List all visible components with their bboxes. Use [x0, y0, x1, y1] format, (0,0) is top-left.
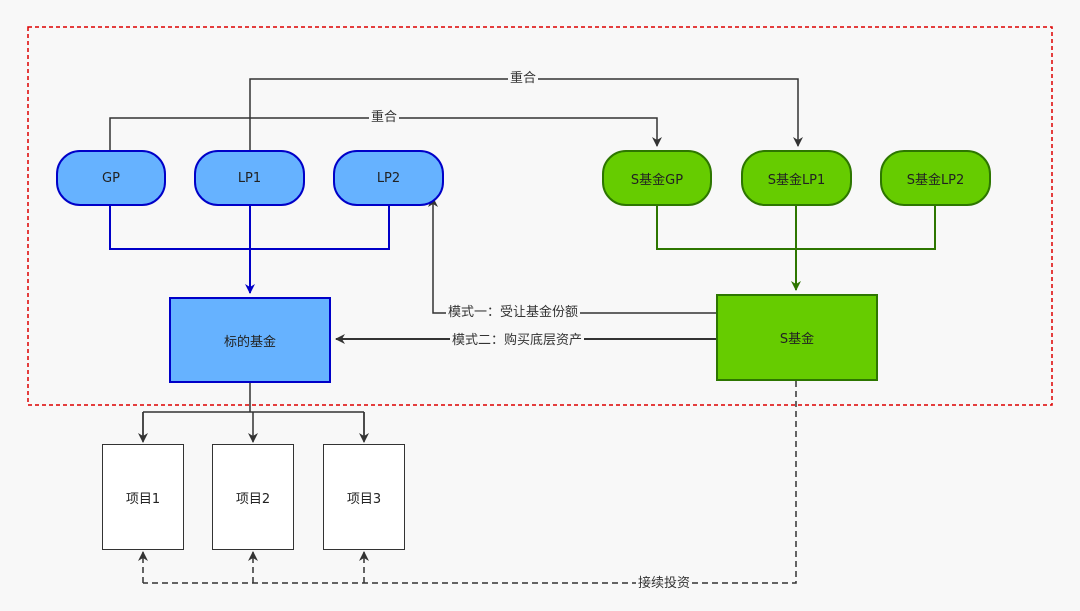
edge-follow-on — [143, 381, 797, 584]
node-lp1[interactable]: LP1 — [194, 150, 305, 206]
edge-lp1-to-slp1-overlap — [249, 78, 803, 150]
node-gp[interactable]: GP — [56, 150, 166, 206]
label-overlap-inner: 重合 — [369, 110, 400, 125]
label-follow-on: 接续投资 — [636, 576, 693, 591]
node-s-fund[interactable]: S基金 — [716, 294, 878, 381]
label-mode1: 模式一：受让基金份额 — [446, 305, 581, 320]
edge-mode1 — [428, 197, 716, 314]
edge-s-lps-to-s-fund — [656, 206, 936, 290]
node-s-fund-lp2[interactable]: S基金LP2 — [880, 150, 991, 206]
boundary-frame — [27, 26, 1053, 406]
edge-lps-to-target-fund — [109, 206, 390, 293]
node-target-fund[interactable]: 标的基金 — [169, 297, 331, 383]
node-lp2[interactable]: LP2 — [333, 150, 444, 206]
node-project-3[interactable]: 项目3 — [323, 444, 405, 550]
node-s-fund-lp1[interactable]: S基金LP1 — [741, 150, 852, 206]
node-project-1[interactable]: 项目1 — [102, 444, 184, 550]
node-s-fund-gp[interactable]: S基金GP — [602, 150, 712, 206]
label-overlap-top: 重合 — [508, 71, 539, 86]
label-mode2: 模式二：购买底层资产 — [450, 333, 585, 348]
node-project-2[interactable]: 项目2 — [212, 444, 294, 550]
